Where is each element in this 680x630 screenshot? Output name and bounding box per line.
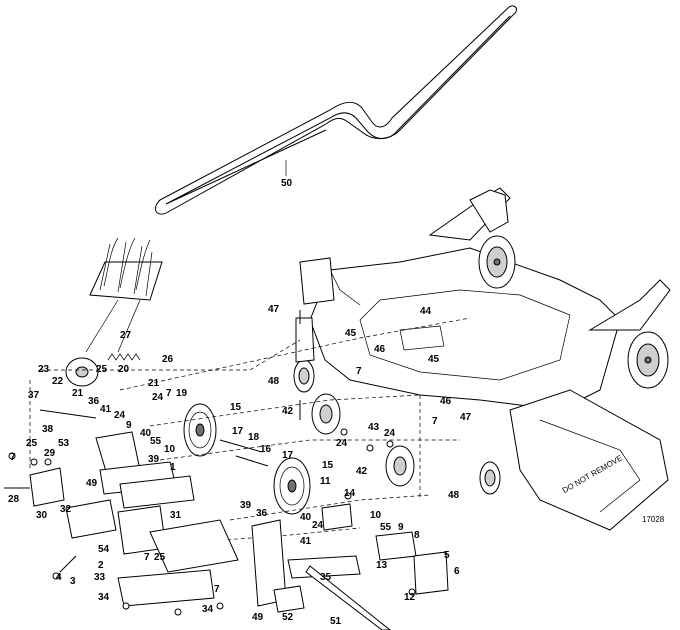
callout-c9b: 9 — [398, 522, 404, 533]
spindle-shafts — [39, 400, 301, 467]
callout-c39b: 39 — [240, 500, 252, 511]
callout-c24d: 24 — [152, 392, 164, 403]
callout-c37: 37 — [28, 390, 40, 401]
part-callouts: 50 47 44 45 45 46 46 48 7 42 42 43 24 24… — [8, 178, 665, 627]
callout-c18: 18 — [248, 432, 260, 443]
callout-c8: 8 — [414, 530, 420, 541]
idler-pulley-42-right — [385, 445, 415, 487]
callout-c22: 22 — [52, 376, 64, 387]
callout-c26: 26 — [162, 354, 174, 365]
callout-c43: 43 — [368, 422, 380, 433]
callout-c35: 35 — [320, 572, 332, 583]
callout-c17a: 17 — [232, 426, 244, 437]
hardware-fasteners — [4, 310, 416, 616]
mower-deck: DO NOT REMOVE — [293, 187, 671, 531]
callout-c23: 23 — [38, 364, 50, 375]
callout-c38: 38 — [42, 424, 54, 435]
callout-c46b: 46 — [440, 396, 452, 407]
callout-c6: 6 — [454, 566, 460, 577]
callout-c32: 32 — [60, 504, 72, 515]
callout-c41a: 41 — [100, 404, 112, 415]
callout-c2: 2 — [98, 560, 104, 571]
callout-c7f: 7 — [214, 584, 220, 595]
callout-c21a: 21 — [72, 388, 84, 399]
gearbox-pulley-22 — [65, 357, 99, 387]
callout-c5: 5 — [444, 550, 450, 561]
callout-c40a: 40 — [140, 428, 152, 439]
callout-c34b: 34 — [202, 604, 214, 615]
callout-c55b: 55 — [380, 522, 392, 533]
callout-c46a: 46 — [374, 344, 386, 355]
callout-c10b: 10 — [370, 510, 382, 521]
callout-c25a: 25 — [96, 364, 108, 375]
callout-c14: 14 — [344, 488, 356, 499]
callout-c7e: 7 — [144, 552, 150, 563]
callout-c7b: 7 — [432, 416, 438, 427]
callout-c15a: 15 — [230, 402, 242, 413]
callout-c42b: 42 — [356, 466, 368, 477]
callout-c12: 12 — [404, 592, 416, 603]
callout-c7c: 7 — [166, 388, 172, 399]
callout-c47b: 47 — [460, 412, 472, 423]
callout-c13: 13 — [376, 560, 388, 571]
callout-c10a: 10 — [164, 444, 176, 455]
callout-c48a: 48 — [268, 376, 280, 387]
callout-c15b: 15 — [322, 460, 334, 471]
callout-c7a: 7 — [356, 366, 362, 377]
callout-c49b: 49 — [252, 612, 264, 623]
callout-c45b: 45 — [428, 354, 440, 365]
callout-c40b: 40 — [300, 512, 312, 523]
callout-c53: 53 — [58, 438, 70, 449]
callout-c28: 28 — [8, 494, 20, 505]
callout-c3: 3 — [70, 576, 76, 587]
callout-c33: 33 — [94, 572, 106, 583]
figure-reference-code: 17028 — [642, 515, 665, 524]
callout-c54: 54 — [98, 544, 110, 555]
callout-c17b: 17 — [282, 450, 294, 461]
idler-pulley-42-left — [311, 393, 341, 435]
callout-c20: 20 — [118, 364, 130, 375]
cover-shield — [85, 237, 163, 353]
callout-c27: 27 — [120, 330, 132, 341]
callout-c24a: 24 — [336, 438, 348, 449]
callout-c34a: 34 — [98, 592, 110, 603]
callout-c48b: 48 — [448, 490, 460, 501]
callout-c36: 36 — [88, 396, 100, 407]
callout-c25c: 25 — [154, 552, 166, 563]
callout-c47a: 47 — [268, 304, 280, 315]
callout-c21b: 21 — [148, 378, 160, 389]
callout-c24c: 24 — [114, 410, 126, 421]
callout-c55a: 55 — [150, 436, 162, 447]
callout-c11: 11 — [320, 476, 331, 487]
callout-c50: 50 — [281, 178, 293, 189]
callout-c9a: 9 — [126, 420, 132, 431]
callout-c24b: 24 — [384, 428, 396, 439]
callout-c39a: 39 — [148, 454, 160, 465]
callout-c4: 4 — [56, 572, 62, 583]
callout-c29: 29 — [44, 448, 56, 459]
callout-c31: 31 — [170, 510, 182, 521]
callout-c45a: 45 — [345, 328, 357, 339]
spring-27 — [107, 353, 141, 361]
drive-belt — [155, 5, 517, 215]
callout-c36b: 36 — [256, 508, 268, 519]
callout-c44: 44 — [420, 306, 432, 317]
callout-c30: 30 — [36, 510, 48, 521]
callout-c16: 16 — [260, 444, 272, 455]
callout-c52: 52 — [282, 612, 294, 623]
callout-c25b: 25 — [26, 438, 38, 449]
spindle-pulley-15-lower — [273, 457, 311, 515]
lift-linkage-brackets — [29, 431, 449, 630]
callout-c19: 19 — [176, 388, 188, 399]
callout-c42a: 42 — [282, 406, 294, 417]
callout-c51: 51 — [330, 616, 342, 627]
spindle-pulley-15-upper — [183, 403, 217, 457]
callout-c7d: 7 — [10, 452, 16, 463]
callout-c1: 1 — [170, 462, 176, 473]
callout-c49a: 49 — [86, 478, 98, 489]
callout-c41b: 41 — [300, 536, 312, 547]
callout-c24e: 24 — [312, 520, 324, 531]
